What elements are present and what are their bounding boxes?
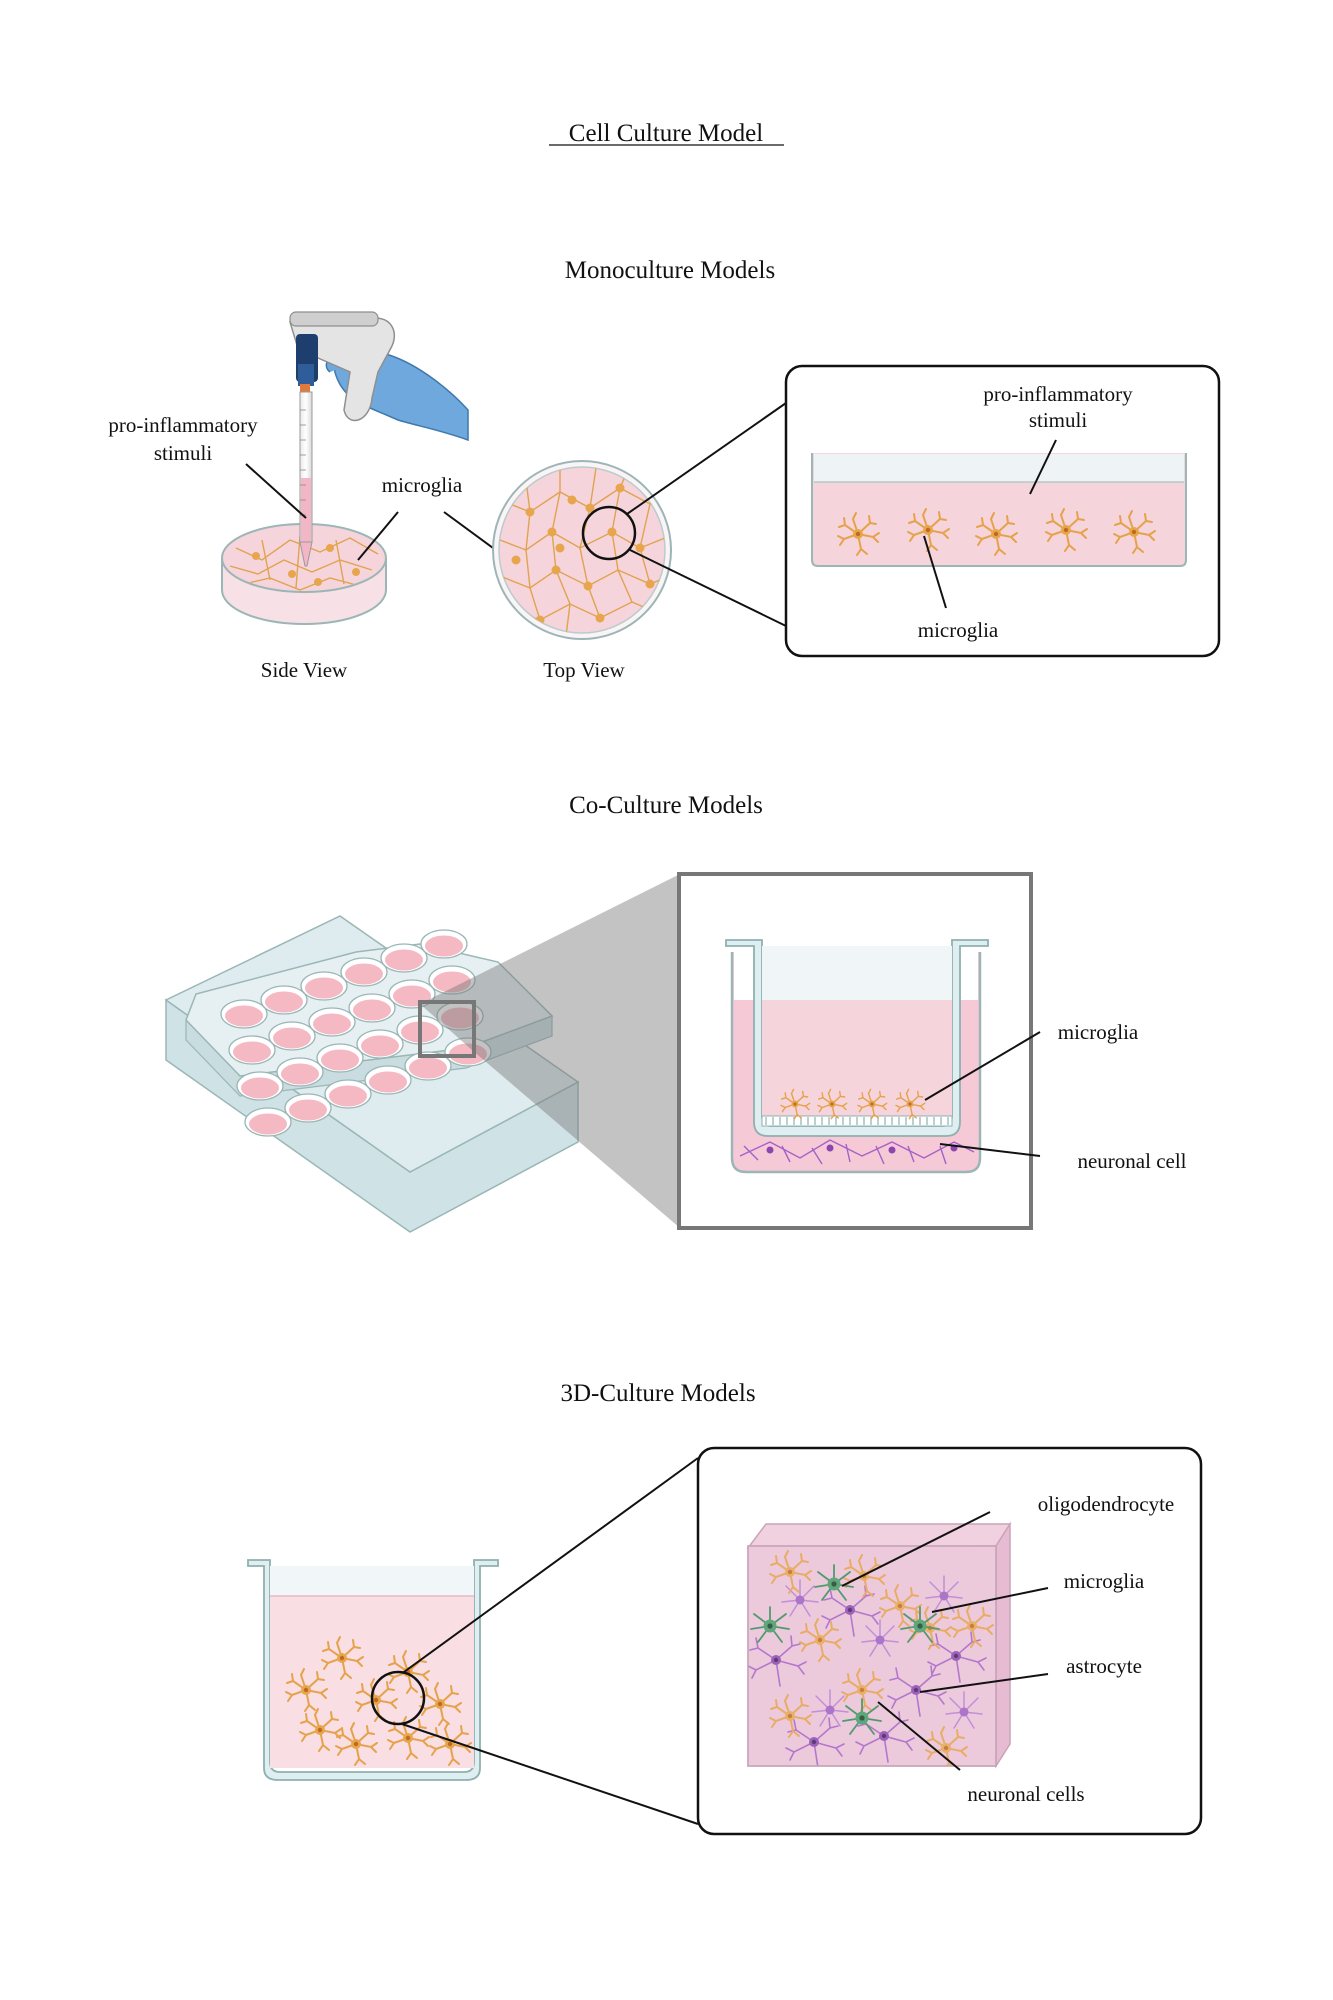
well-medium [329, 1085, 367, 1107]
3d-zoom-panel [696, 1446, 1203, 1836]
insert-membrane [761, 1115, 953, 1127]
well-medium [409, 1057, 447, 1079]
pipette-controller [289, 311, 469, 442]
leader-3d-oligodendrocyte [841, 1511, 991, 1587]
zoom-leader-top [626, 402, 787, 515]
zoom-leader-3d-bottom [401, 1723, 699, 1825]
well-medium [321, 1049, 359, 1071]
well-medium [289, 1099, 327, 1121]
transwell-neurons [739, 1139, 975, 1165]
top-view-cells [499, 467, 665, 633]
coculture-heading: Co-Culture Models [569, 792, 763, 819]
3d-vessel-zoom-circle [370, 1670, 426, 1726]
label-3d-neuronal: neuronal cells [967, 1782, 1084, 1806]
well-medium [249, 1113, 287, 1135]
zoom-label-stimuli-line1: pro-inflammatory [983, 382, 1133, 406]
well-medium [441, 1007, 479, 1029]
leader-co-neuronal [939, 1143, 1041, 1157]
well-medium [241, 1077, 279, 1099]
transwell-zoom-panel [677, 872, 1041, 1230]
well-medium [385, 949, 423, 971]
leader-zoom-stimuli [1029, 439, 1057, 495]
well-medium [265, 991, 303, 1013]
label-microglia-mono: microglia [382, 473, 463, 497]
label-3d-astrocyte: astrocyte [1066, 1654, 1142, 1678]
culture3d-heading: 3D-Culture Models [560, 1380, 755, 1407]
plate-zoom-square [418, 1000, 476, 1058]
serological-pipette [299, 391, 313, 567]
well-medium [353, 999, 391, 1021]
well-medium [281, 1063, 319, 1085]
well-medium [345, 963, 383, 985]
leader-3d-astrocyte [919, 1673, 1049, 1693]
label-stimuli-side-line1: pro-inflammatory [108, 413, 258, 437]
page-title: Cell Culture Model [569, 120, 763, 147]
label-co-neuronal: neuronal cell [1077, 1149, 1186, 1173]
coculture-zoom-funnel [418, 874, 680, 1228]
well-medium [369, 1071, 407, 1093]
label-3d-microglia: microglia [1064, 1569, 1145, 1593]
label-3d-oligodendrocyte: oligodendrocyte [1038, 1492, 1174, 1516]
well-plate [164, 915, 580, 1233]
top-view-caption: Top View [543, 658, 625, 682]
well-medium [313, 1013, 351, 1035]
side-view-cells [229, 535, 379, 591]
top-view-dish: Top View [492, 402, 787, 682]
leader-3d-neuronal [877, 1701, 961, 1771]
leader-3d-microglia [931, 1587, 1049, 1613]
well-medium [425, 935, 463, 957]
monoculture-heading: Monoculture Models [565, 257, 775, 284]
label-stimuli-side-line2: stimuli [154, 441, 213, 465]
leader-microglia-side [357, 511, 399, 561]
zoom-leader-bottom [629, 549, 787, 627]
leader-zoom-microglia [923, 535, 947, 609]
zoom-label-stimuli-line2: stimuli [1029, 408, 1088, 432]
hydrogel-cube [746, 1521, 1012, 1769]
well-medium [225, 1005, 263, 1027]
label-co-microglia: microglia [1058, 1020, 1139, 1044]
side-view-caption: Side View [261, 658, 348, 682]
zoom-label-microglia: microglia [918, 618, 999, 642]
top-view-zoom-circle [581, 505, 637, 561]
well-medium [361, 1035, 399, 1057]
mono-zoom-panel: pro-inflammatory stimuli microglia [784, 364, 1221, 658]
well-medium [433, 971, 471, 993]
3d-culture-vessel [247, 1457, 699, 1825]
well-medium [273, 1027, 311, 1049]
well-medium [233, 1041, 271, 1063]
leader-stimuli-side [245, 463, 307, 519]
zoom-leader-3d-top [403, 1457, 699, 1673]
plate-wells [220, 929, 492, 1137]
side-view-labels: pro-inflammatory stimuli microglia Side … [108, 413, 513, 682]
well-medium [305, 977, 343, 999]
leader-co-microglia [924, 1031, 1041, 1101]
